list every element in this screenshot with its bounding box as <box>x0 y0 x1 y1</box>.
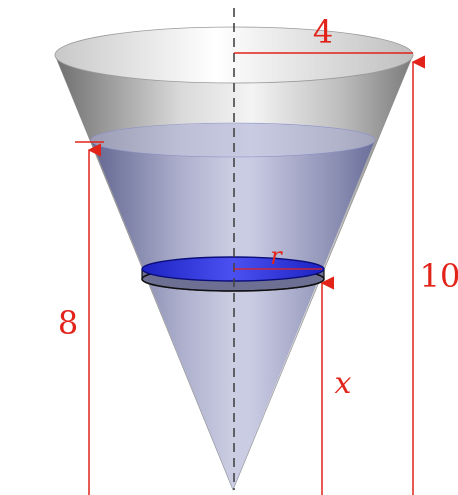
slice-height-label: x <box>335 366 352 401</box>
slice-radius-label: r <box>270 242 283 270</box>
water-surface <box>90 122 376 158</box>
top-radius-label: 4 <box>313 13 333 51</box>
water-height-label: 8 <box>58 304 78 342</box>
water-volume <box>91 140 375 490</box>
slice-disk <box>141 256 325 282</box>
cone-height-label: 10 <box>420 257 458 295</box>
